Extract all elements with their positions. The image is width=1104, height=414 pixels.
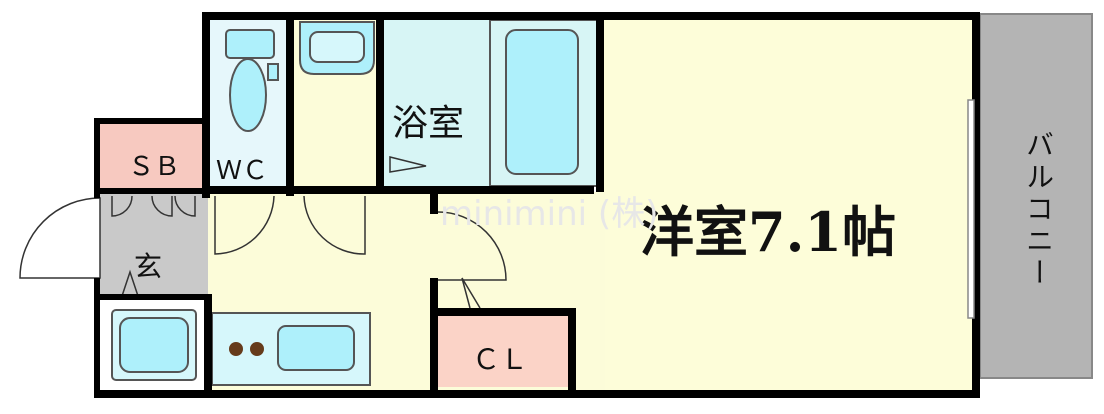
western-room-floor bbox=[600, 18, 975, 390]
bath-label: 浴室 bbox=[392, 103, 465, 144]
balcony-area bbox=[979, 13, 1093, 379]
kitchen-sink bbox=[277, 325, 355, 371]
entrance-label: 玄 bbox=[134, 250, 163, 283]
balcony-label: バルコニー bbox=[1022, 130, 1055, 290]
toilet-bowl bbox=[229, 58, 267, 132]
shoe-box bbox=[100, 122, 204, 188]
stove-burner-left bbox=[229, 342, 243, 356]
closet-area bbox=[438, 315, 568, 387]
stove-burner-right bbox=[250, 342, 264, 356]
walls bbox=[94, 12, 980, 398]
wc-label: ＷＣ bbox=[216, 156, 269, 186]
closet-label: ＣＬ bbox=[472, 343, 529, 376]
laundry-pan-inner bbox=[119, 317, 189, 373]
balcony-window bbox=[967, 99, 975, 319]
bathtub bbox=[505, 29, 579, 175]
washbasin-bowl bbox=[309, 31, 365, 63]
entrance-floor bbox=[100, 192, 208, 294]
toilet-paper bbox=[267, 63, 279, 81]
door-swings bbox=[19, 156, 507, 309]
western-room-label: 洋室7.1帖 bbox=[640, 200, 896, 264]
toilet-tank bbox=[225, 29, 275, 59]
watermark: minimini (株) bbox=[440, 194, 659, 234]
shoe-box-label: ＳＢ bbox=[128, 152, 181, 182]
